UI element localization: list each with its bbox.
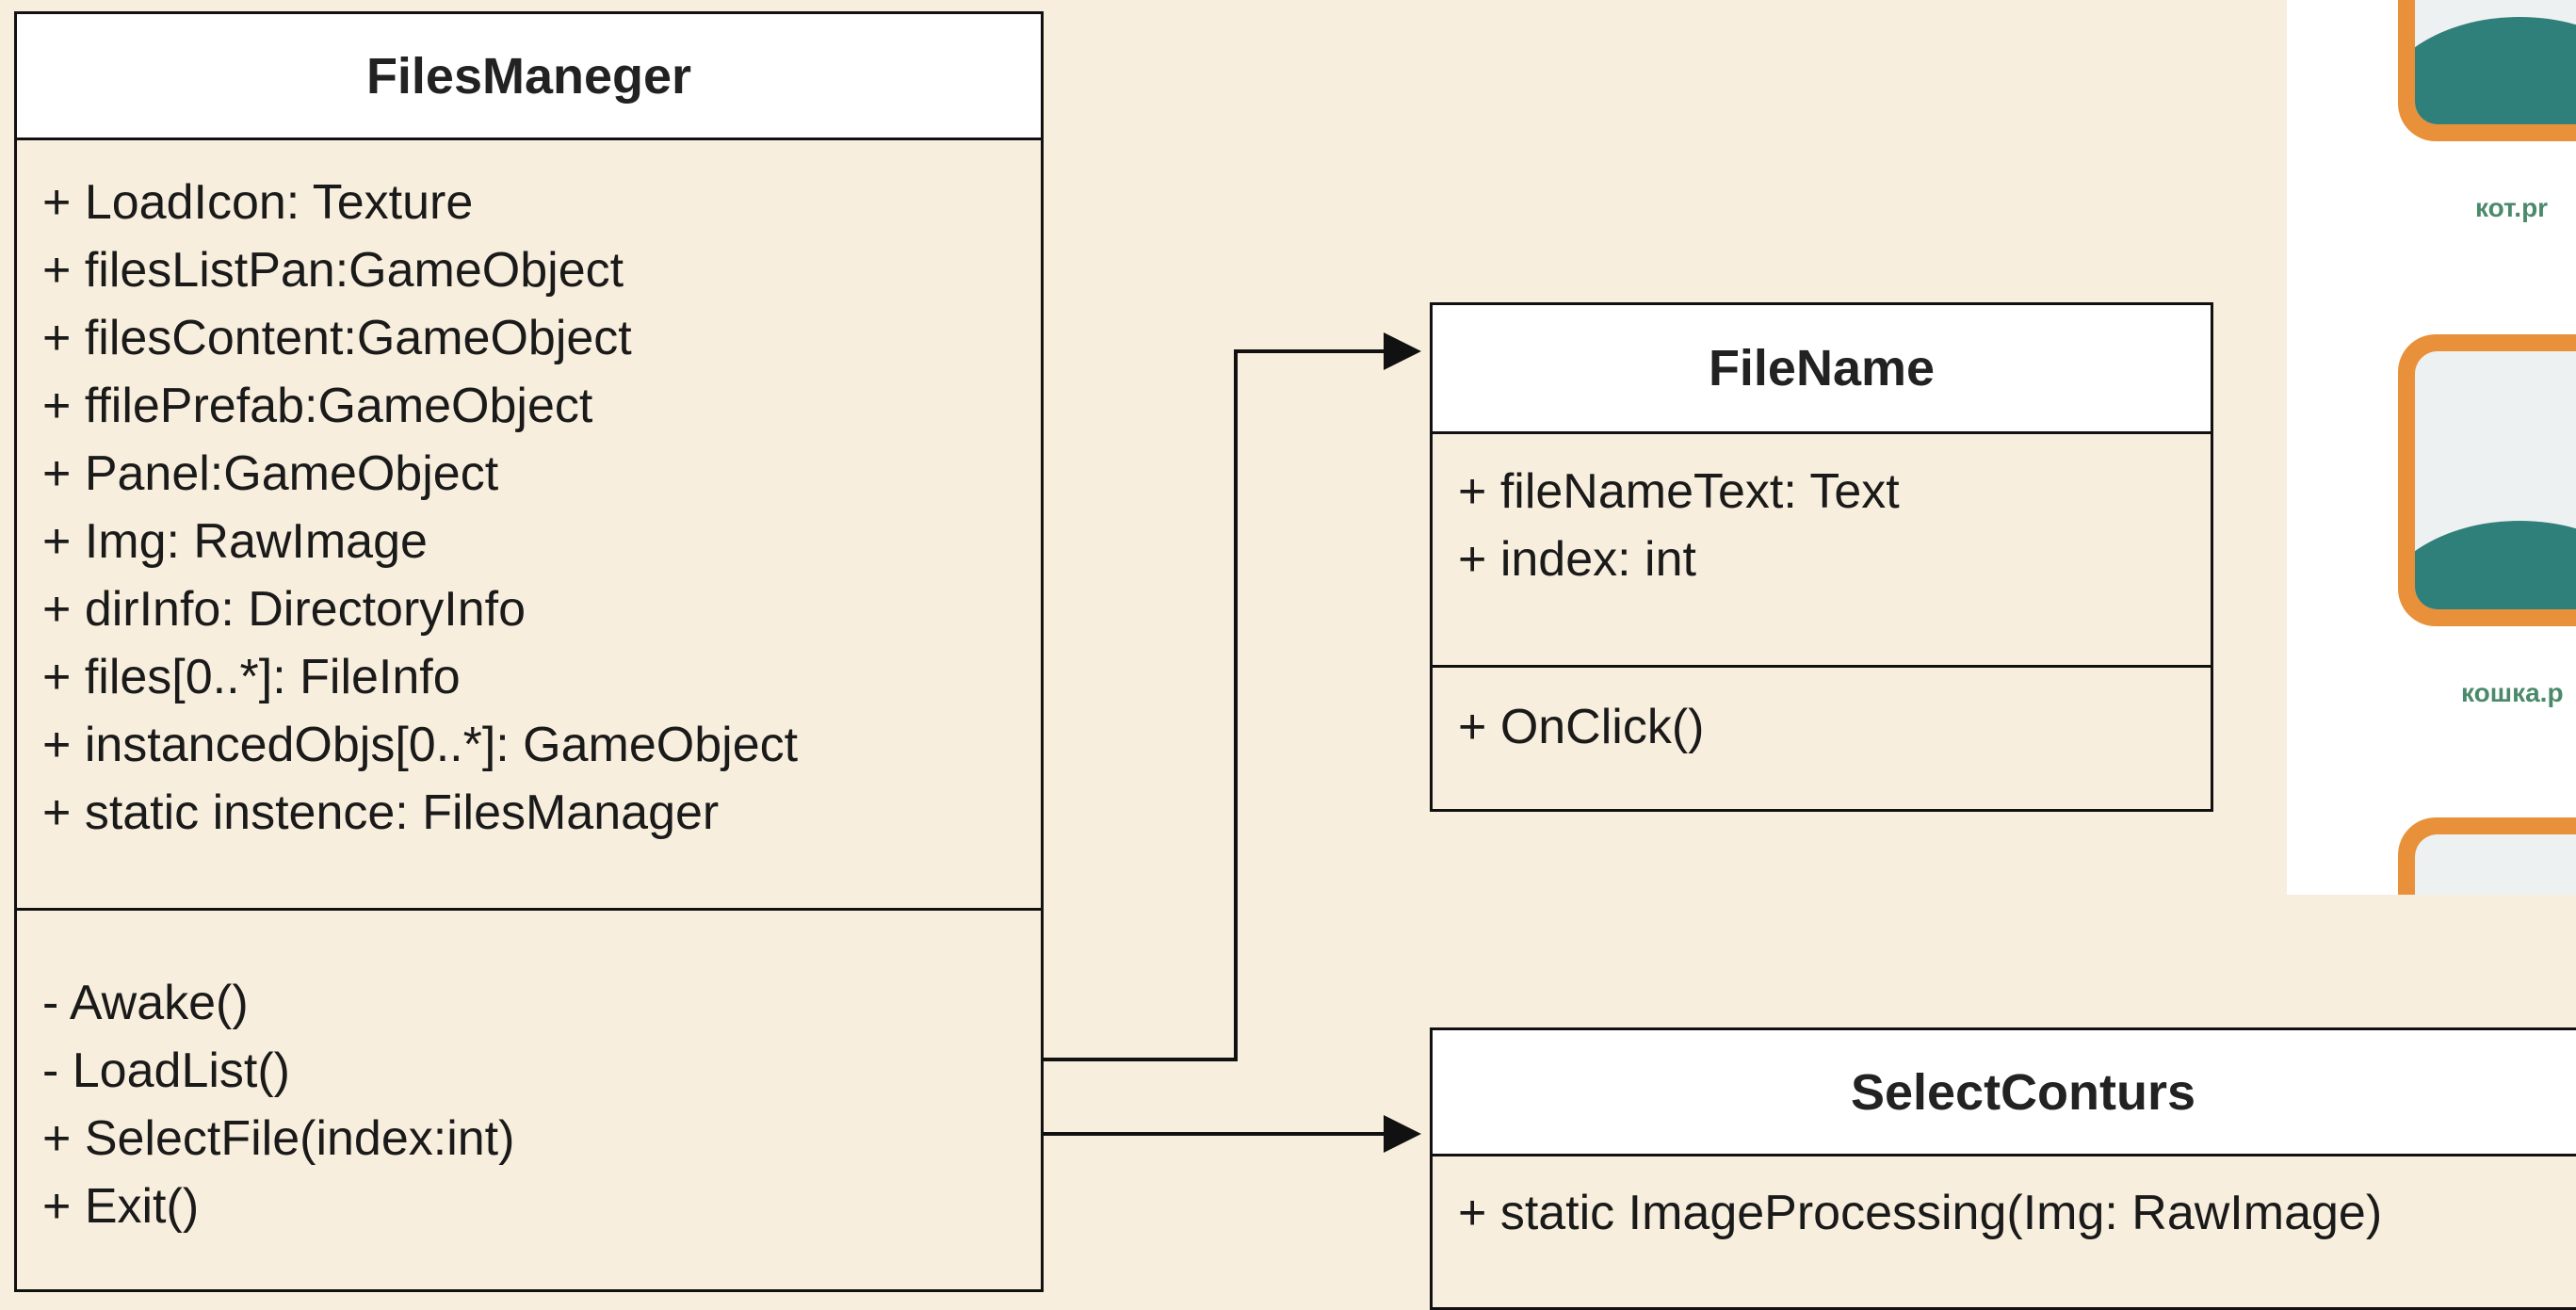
attribute: + filesContent:GameObject bbox=[42, 311, 632, 365]
operations-compartment: - Awake() - LoadList() + SelectFile(inde… bbox=[17, 911, 1041, 1240]
class-file-name[interactable]: FileName + fileNameText: Text + index: i… bbox=[1430, 302, 2213, 812]
attribute: + static instence: FilesManager bbox=[42, 785, 720, 840]
attributes-compartment: + LoadIcon: Texture + filesListPan:GameO… bbox=[17, 140, 1041, 911]
operations-compartment: + OnClick() bbox=[1433, 668, 2211, 761]
attributes-compartment: + static ImageProcessing(Img: RawImage) bbox=[1433, 1156, 2576, 1247]
thumbnail-label[interactable]: кот.pr bbox=[2475, 193, 2549, 222]
image-file-icon[interactable] bbox=[2398, 0, 2576, 141]
class-name: FileName bbox=[1433, 305, 2211, 434]
attribute: + instancedObjs[0..*]: GameObject bbox=[42, 718, 799, 772]
attributes-compartment: + fileNameText: Text + index: int bbox=[1433, 434, 2211, 668]
attribute: + static ImageProcessing(Img: RawImage) bbox=[1458, 1186, 2383, 1240]
attribute: + Img: RawImage bbox=[42, 514, 428, 569]
attribute: + filesListPan:GameObject bbox=[42, 243, 624, 298]
attribute: + dirInfo: DirectoryInfo bbox=[42, 582, 526, 637]
class-select-conturs[interactable]: SelectConturs + static ImageProcessing(I… bbox=[1430, 1027, 2576, 1310]
class-files-maneger[interactable]: FilesManeger + LoadIcon: Texture + files… bbox=[14, 11, 1044, 1292]
image-file-icon[interactable] bbox=[2398, 334, 2576, 626]
attribute: + Panel:GameObject bbox=[42, 446, 499, 501]
thumbnail-label[interactable]: кошка.p bbox=[2461, 678, 2564, 707]
attribute: + ffilePrefab:GameObject bbox=[42, 379, 593, 433]
attribute: + fileNameText: Text bbox=[1458, 464, 1900, 519]
image-file-icon[interactable] bbox=[2398, 817, 2576, 895]
class-name: FilesManeger bbox=[17, 14, 1041, 140]
operation: - Awake() bbox=[42, 976, 249, 1030]
attribute: + files[0..*]: FileInfo bbox=[42, 650, 461, 704]
attribute: + index: int bbox=[1458, 532, 1696, 587]
operation: + OnClick() bbox=[1458, 700, 1705, 754]
thumbnail-panel: кот.pr кошка.p bbox=[2287, 0, 2576, 895]
operation: + Exit() bbox=[42, 1179, 200, 1234]
operation: - LoadList() bbox=[42, 1043, 290, 1098]
class-name: SelectConturs bbox=[1433, 1030, 2576, 1156]
association-arrow-to-filename bbox=[1044, 332, 1421, 1061]
operation: + SelectFile(index:int) bbox=[42, 1111, 515, 1166]
attribute: + LoadIcon: Texture bbox=[42, 175, 474, 230]
